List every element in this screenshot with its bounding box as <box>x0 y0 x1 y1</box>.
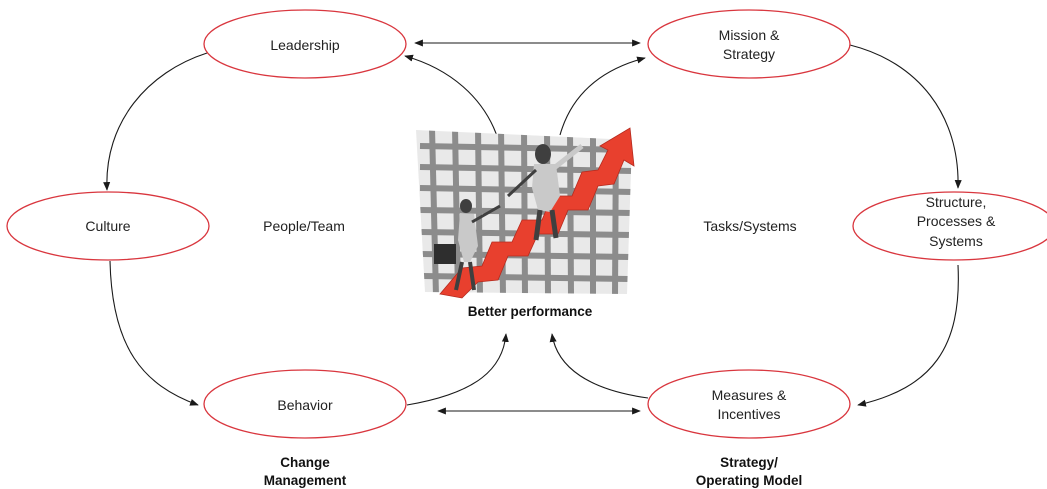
node-structure-label-line3: Systems <box>929 233 983 249</box>
node-behavior: Behavior <box>203 369 407 439</box>
arrow-mission-structure <box>849 44 962 189</box>
node-mission-strategy-label-line1: Mission & <box>719 27 780 43</box>
footer-strategy-operating-model: Strategy/ Operating Model <box>696 455 803 488</box>
node-measures-label-line2: Incentives <box>717 406 780 422</box>
node-mission-strategy-label-line2: Strategy <box>723 46 775 62</box>
node-measures: Measures & Incentives <box>647 369 851 439</box>
arrow-leadership-culture <box>103 52 208 191</box>
footer-right-line2: Operating Model <box>696 473 803 488</box>
arrow-culture-behavior <box>109 260 199 406</box>
performance-staircase-icon <box>416 127 635 299</box>
region-label-people-team: People/Team <box>263 218 345 234</box>
node-culture-label: Culture <box>85 218 130 234</box>
node-behavior-label: Behavior <box>277 397 333 413</box>
node-structure-label-line2: Processes & <box>917 213 996 229</box>
arrow-center-mission <box>559 56 646 136</box>
center-caption: Better performance <box>468 304 593 319</box>
node-structure: Structure, Processes & Systems <box>852 191 1047 261</box>
arrow-measures-center <box>549 333 649 399</box>
arrow-behavior-center <box>406 333 509 406</box>
node-leadership: Leadership <box>203 9 407 79</box>
footer-left-line1: Change <box>280 455 330 470</box>
footer-left-line2: Management <box>264 473 347 488</box>
connector-arrows <box>103 39 962 415</box>
node-mission-strategy: Mission & Strategy <box>647 9 851 79</box>
footer-right-line1: Strategy/ <box>720 455 778 470</box>
arrow-structure-measures <box>857 264 959 407</box>
node-structure-label-line1: Structure, <box>926 194 987 210</box>
node-measures-label-line1: Measures & <box>712 387 787 403</box>
node-culture: Culture <box>6 191 210 261</box>
region-label-tasks-systems: Tasks/Systems <box>703 218 796 234</box>
node-leadership-label: Leadership <box>270 37 339 53</box>
footer-change-management: Change Management <box>264 455 347 488</box>
arrow-center-leadership <box>404 54 501 146</box>
